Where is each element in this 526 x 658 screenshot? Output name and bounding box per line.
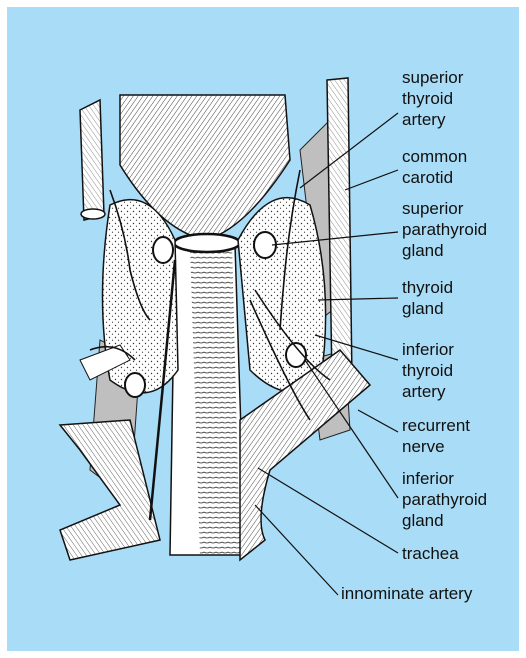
label-common-carotid: common carotid [402, 146, 467, 188]
label-recurrent-nerve: recurrent nerve [402, 415, 470, 457]
label-innominate-artery: innominate artery [341, 583, 472, 604]
label-inferior-parathyroid-gland: inferior parathyroid gland [402, 468, 487, 531]
label-trachea: trachea [402, 543, 459, 564]
label-superior-thyroid-artery: superior thyroid artery [402, 67, 463, 130]
label-superior-parathyroid-gland: superior parathyroid gland [402, 198, 487, 261]
label-inferior-thyroid-artery: inferior thyroid artery [402, 339, 454, 402]
label-thyroid-gland: thyroid gland [402, 277, 453, 319]
trachea-shape [170, 234, 245, 555]
